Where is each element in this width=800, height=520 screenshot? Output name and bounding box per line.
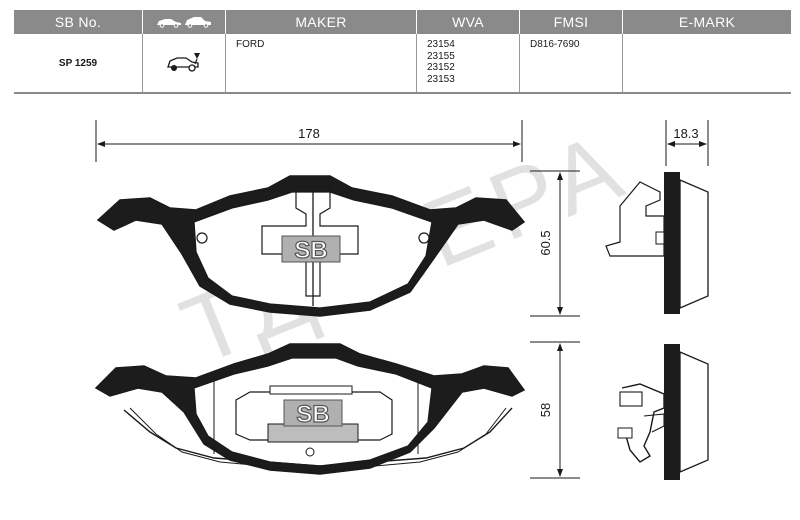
header-wva: WVA xyxy=(416,10,520,34)
header-fmsi: FMSI xyxy=(519,10,623,34)
width-label: 178 xyxy=(298,126,320,141)
table-row: SP 1259 FORD 23154 23155 23152 23153 xyxy=(14,34,791,94)
pad-side-view-top xyxy=(605,172,709,314)
wva-list: 23154 23155 23152 23153 xyxy=(417,34,519,85)
pad-front-view: SB xyxy=(96,175,526,317)
width-dimension: 178 xyxy=(95,120,523,162)
header-maker: MAKER xyxy=(225,10,417,34)
height-top-label: 60.5 xyxy=(538,230,553,255)
sb-number: SP 1259 xyxy=(14,34,143,94)
header-row: SB No. MAKER WVA FMSI E-MARK xyxy=(14,10,791,34)
height-bottom-label: 58 xyxy=(538,403,553,417)
car-front-axle-icon xyxy=(167,52,200,72)
header-sb-no: SB No. xyxy=(14,10,143,34)
vehicle-types-icon xyxy=(157,16,211,28)
height-dimension-top: 60.5 xyxy=(530,170,580,317)
logo-top: SB xyxy=(294,237,327,264)
logo-bottom: SB xyxy=(296,401,329,428)
emark-cell xyxy=(622,34,791,94)
wva-item: 23155 xyxy=(427,50,455,62)
maker-value: FORD xyxy=(236,39,265,50)
spec-table: SB No. MAKER WVA FMSI E-MARK SP 1259 xyxy=(14,10,791,94)
fmsi-value: D816-7690 xyxy=(530,39,580,50)
thickness-dimension: 18.3 xyxy=(665,120,709,166)
thickness-label: 18.3 xyxy=(673,126,698,141)
wva-item: 23154 xyxy=(427,39,455,50)
wva-cell: 23154 23155 23152 23153 xyxy=(416,34,520,94)
maker-cell: FORD xyxy=(225,34,417,94)
wva-item: 23153 xyxy=(427,73,455,85)
fmsi-cell: D816-7690 xyxy=(519,34,623,94)
wva-item: 23152 xyxy=(427,62,455,73)
height-dimension-bottom: 58 xyxy=(530,341,580,479)
pad-back-view: SB xyxy=(94,343,526,475)
emark-value xyxy=(623,34,791,39)
pad-side-view-bottom xyxy=(617,344,709,480)
vehicle-type-cell xyxy=(142,34,226,94)
header-vehicle-icons xyxy=(142,10,226,34)
header-emark: E-MARK xyxy=(622,10,791,34)
brake-pad-drawing: ТД МЕРА 178 18.3 60.5 58 xyxy=(94,111,709,480)
